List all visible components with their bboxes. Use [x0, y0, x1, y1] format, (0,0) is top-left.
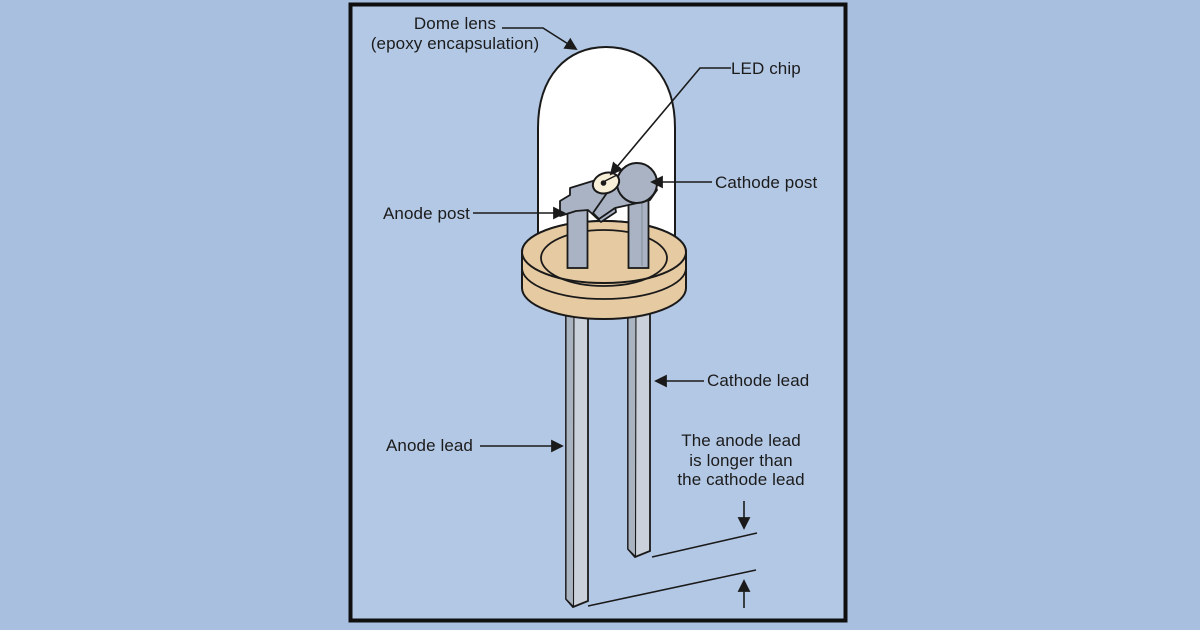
dome-lens-leader [502, 27, 578, 51]
epoxy-encapsulation-sublabel: (epoxy encapsulation) [370, 34, 540, 54]
dome-lens-label-block: Dome lens (epoxy encapsulation) [305, 14, 605, 54]
cathode-tip-datum-line [651, 532, 758, 558]
led-chip-leader [609, 67, 731, 176]
bond-wire [604, 174, 618, 182]
length-difference-dimension [587, 501, 758, 608]
flange-base-shape [521, 220, 687, 320]
led-chip-shape [591, 171, 621, 195]
anode-post-label: Anode post [382, 204, 470, 223]
lead-length-note: The anode lead is longer than the cathod… [677, 431, 805, 490]
dome-lens-label: Dome lens [413, 14, 497, 33]
anode-lead-label: Anode lead [385, 436, 473, 455]
flange-inner-ring [540, 229, 668, 287]
cathode-post-label: Cathode post [715, 173, 818, 192]
cathode-post-shape [592, 162, 658, 269]
cathode-lead-label: Cathode lead [707, 371, 810, 390]
cathode-lead-shape [627, 289, 651, 559]
anode-tip-datum-line [587, 569, 757, 607]
anode-lead-shape [565, 289, 589, 609]
led-chip-label: LED chip [731, 59, 801, 78]
